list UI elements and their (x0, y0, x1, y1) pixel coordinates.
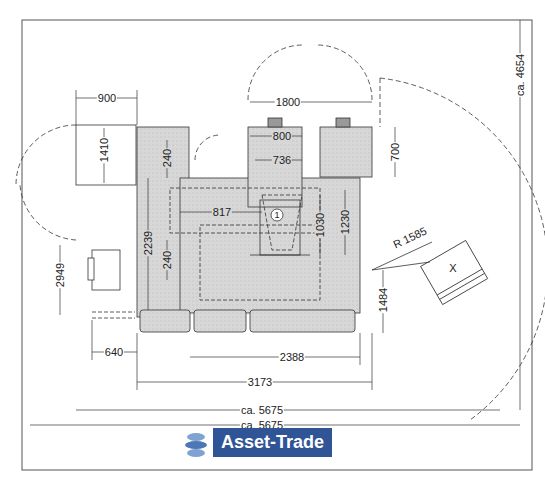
dimension-label: 1800 (275, 97, 301, 108)
dimension-label: 1030 (315, 212, 326, 238)
dimension-label: 817 (212, 207, 232, 218)
logo-box: Asset-Trade (213, 428, 332, 457)
dimension-label: 2388 (279, 352, 305, 363)
dimension-label: ca. 5675 (240, 405, 284, 416)
dimension-label: 3173 (247, 377, 273, 388)
dimension-label: 640 (104, 347, 124, 358)
dimension-label: 1230 (340, 209, 351, 235)
dimension-label: 1410 (99, 137, 110, 163)
dimension-label: 2949 (55, 262, 66, 288)
dimension-label: 800 (272, 131, 292, 142)
dimension-label: 700 (390, 142, 401, 162)
dimension-label: 900 (97, 93, 117, 104)
panel-mark: X (448, 263, 457, 274)
dimension-label: 2239 (143, 230, 154, 256)
dimension-label: 240 (162, 148, 173, 168)
dimension-label: 1484 (378, 287, 389, 313)
dimension-label: 240 (162, 250, 173, 270)
logo-text: Asset-Trade (221, 432, 324, 452)
dimension-label: 736 (272, 155, 292, 166)
dimension-label: ca. 4654 (515, 53, 526, 97)
callout-number: 1 (273, 211, 280, 220)
